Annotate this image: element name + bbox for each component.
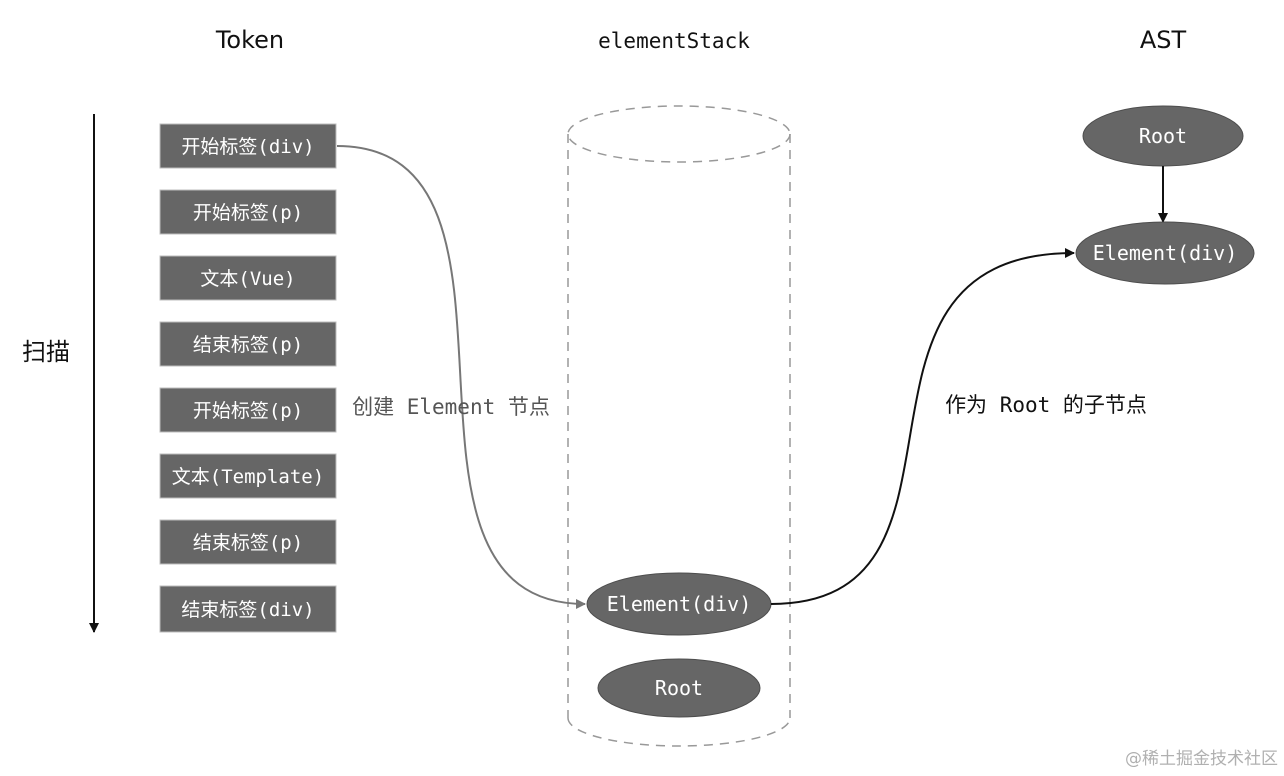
token-item: 结束标签(p) [159,321,337,367]
token-label: 开始标签(p) [193,202,303,224]
element-stack-column-title: elementStack [598,29,750,53]
ast-element-label: Element(div) [1093,241,1238,265]
scan-label: 扫描 [22,338,70,366]
token-box [159,321,337,367]
token-label: 文本(Template) [172,466,324,488]
ast-element-node: Element(div) [1075,221,1255,285]
token-box [159,387,337,433]
token-item: 结束标签(p) [159,519,337,565]
token-box [159,453,337,499]
token-label: 结束标签(p) [193,334,303,356]
watermark: @稀土掘金技术社区 [1125,749,1278,769]
stack-root-label: Root [655,676,703,700]
token-item: 开始标签(p) [159,387,337,433]
stack-element-label: Element(div) [607,592,752,616]
token-box [159,255,337,301]
token-label: 结束标签(div) [181,599,314,621]
ast-root-label: Root [1139,124,1187,148]
ast-root-node: Root [1082,105,1244,167]
stack-root-node: Root [597,658,761,718]
token-label: 文本(Vue) [200,268,295,290]
token-column-title: Token [215,26,284,54]
element-stack-cylinder [567,105,791,747]
create-element-connector [336,145,586,609]
token-label: 开始标签(div) [181,136,314,158]
token-item: 文本(Vue) [159,255,337,301]
token-box [159,585,337,633]
token-box [159,189,337,235]
token-item: 文本(Template) [159,453,337,499]
as-child-annotation: 作为 Root 的子节点 [945,393,1147,417]
token-item: 结束标签(div) [159,585,337,633]
token-box [159,519,337,565]
token-box [159,123,337,169]
stack-element-node: Element(div) [586,572,772,636]
token-list: 开始标签(div) 开始标签(p) 文本(Vue) 结束标签(p) 开始标签(p… [159,123,337,633]
token-item: 开始标签(p) [159,189,337,235]
ast-column-title: AST [1140,26,1187,54]
token-label: 结束标签(p) [193,532,303,554]
token-item: 开始标签(div) [159,123,337,169]
token-label: 开始标签(p) [193,400,303,422]
push-to-ast-connector [770,248,1075,605]
create-element-annotation: 创建 Element 节点 [352,395,550,419]
